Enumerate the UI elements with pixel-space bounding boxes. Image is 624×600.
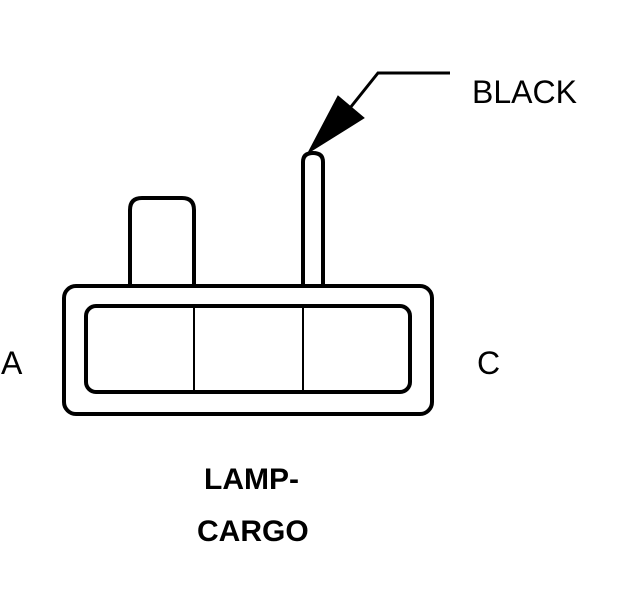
connector-name-line2: CARGO <box>197 515 309 548</box>
connector-cavity <box>84 304 412 394</box>
connector-name-line1: LAMP- <box>204 463 299 496</box>
pin-c-label: C <box>477 345 500 381</box>
leader-line <box>344 71 450 114</box>
connector-lock-tab <box>128 196 196 286</box>
wire-terminal <box>301 150 325 286</box>
pin-a-label: A <box>1 345 23 381</box>
leader-arrowhead <box>306 95 365 155</box>
connector-housing <box>62 284 434 416</box>
wire-color-label: BLACK <box>472 74 577 110</box>
